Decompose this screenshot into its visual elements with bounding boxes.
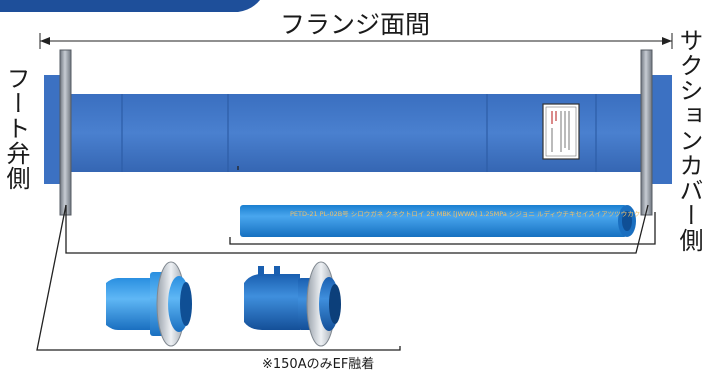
dimension-arrow-right: [662, 37, 672, 45]
right-flange: [640, 49, 653, 216]
flange-distance-title: フランジ面間: [280, 10, 431, 39]
suction-cover-side-label: サクションカバー側: [675, 28, 703, 253]
header-band: [0, 0, 260, 12]
ef-socket-fitting: [244, 261, 341, 347]
ef-fusion-footnote: ※150AのみEF融着: [262, 357, 375, 372]
leader-lines: [36, 166, 656, 351]
pipe-marking-text: PETD-21 PL-02B号 シロウガネ クネクトロイ 25 MBK [JWW…: [290, 209, 640, 218]
left-flange: [59, 49, 72, 216]
dimension-arrow-left: [40, 37, 50, 45]
flange-adapter-light: [106, 261, 192, 347]
straight-pipe: PETD-21 PL-02B号 シロウガネ クネクトロイ 25 MBK [JWW…: [240, 205, 640, 237]
pipe-sticker: [542, 103, 580, 160]
foot-valve-side-label: フート弁側: [2, 66, 30, 191]
